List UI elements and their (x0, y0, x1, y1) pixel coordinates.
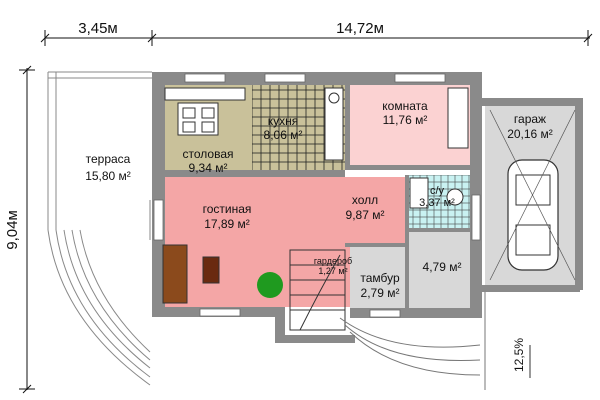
staircase (289, 249, 346, 331)
vestibule-area: 2,79 м² (361, 286, 400, 300)
hall-name: холл (352, 193, 378, 207)
dining-area: 9,34 м² (189, 161, 228, 175)
vestibule-name: тамбур (360, 271, 400, 285)
terrace-area: 15,80 м² (85, 169, 131, 183)
windows (153, 73, 481, 318)
living-name: гостиная (203, 202, 252, 216)
dimension-top-left: 3,45м (78, 20, 118, 37)
garage-area: 20,16 м² (507, 127, 553, 141)
dining-name: столовая (183, 147, 234, 161)
kitchen-area: 8,06 м² (264, 128, 303, 142)
wardrobe-name: гардероб (314, 256, 352, 266)
dimension-lines (19, 30, 593, 394)
kitchen-name: кухня (268, 114, 299, 128)
utility-area (408, 230, 470, 308)
bath-area: 3,37 м² (419, 197, 455, 209)
room-name: комната (382, 99, 428, 113)
hall-area: 9,87 м² (346, 208, 385, 222)
living-area: 17,89 м² (204, 217, 250, 231)
dimension-left-vertical: 9,04м (4, 210, 21, 250)
entrance-steps (339, 292, 531, 390)
garage-name: гараж (514, 112, 546, 126)
vestibule-area (350, 245, 408, 308)
dimension-top-right: 14,72м (336, 20, 384, 37)
wardrobe-area: 1,27 м² (318, 266, 347, 276)
terrace (47, 71, 152, 386)
furniture (162, 87, 576, 304)
wardrobe-area (288, 245, 350, 307)
slope-label: 12,5% (512, 338, 526, 372)
utility-area-label: 4,79 м² (423, 260, 462, 274)
terrace-name: терраса (86, 152, 131, 166)
room-area: 11,76 м² (383, 113, 428, 127)
bath-name: с/у (430, 185, 445, 197)
